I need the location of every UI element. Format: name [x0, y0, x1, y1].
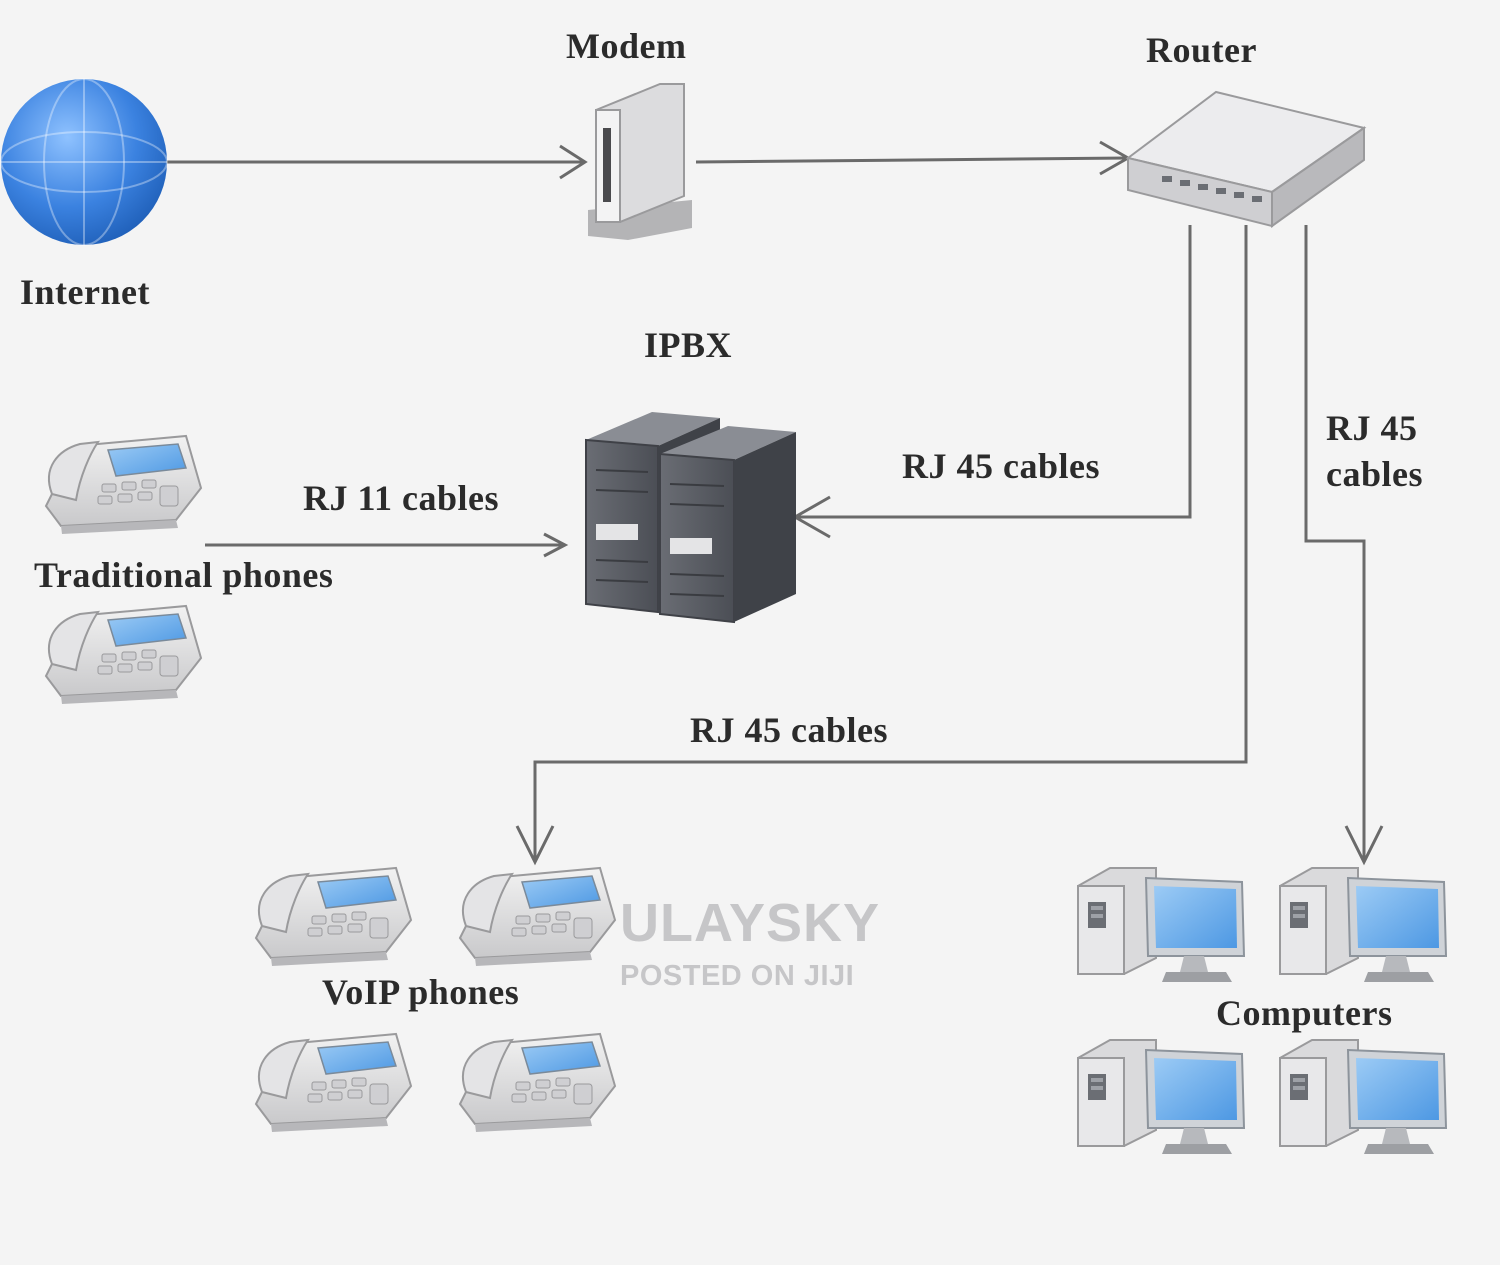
router-label: Router	[1146, 30, 1257, 70]
edge-label-rj11: RJ 11 cables	[303, 478, 500, 518]
edge-router-voip	[533, 225, 1248, 862]
connector-lines	[166, 140, 1384, 866]
desktop-computer-icon	[1279, 867, 1447, 983]
edge-router-ipbx	[795, 225, 1192, 519]
desktop-computer-icon	[1279, 1039, 1447, 1155]
arrowhead-ipbx-rj11	[543, 532, 569, 558]
edge-label-router-computers-line1: RJ 45	[1326, 408, 1418, 448]
ipbx-label: IPBX	[644, 325, 733, 365]
edge-router-computers	[1304, 225, 1366, 862]
desktop-computer-icon	[1077, 867, 1245, 983]
modem-label: Modem	[566, 26, 687, 66]
internet-label: Internet	[20, 272, 150, 312]
watermark-brand: ULAYSKY	[620, 893, 881, 953]
desk-phone-icon	[459, 867, 616, 967]
desk-phone-icon	[45, 605, 202, 705]
arrowhead-computers	[1344, 825, 1384, 866]
edge-modem-router	[695, 156, 1129, 164]
modem-icon	[588, 83, 692, 240]
server-rack-icon	[585, 412, 796, 624]
desk-phone-icon	[459, 1033, 616, 1133]
router-icon	[1125, 90, 1367, 228]
desk-phone-icon	[255, 867, 412, 967]
desktop-computer-icon	[1077, 1039, 1245, 1155]
edge-label-router-voip: RJ 45 cables	[690, 710, 888, 750]
arrowhead-modem	[559, 144, 588, 180]
arrowhead-voip	[515, 825, 555, 866]
edge-label-router-ipbx: RJ 45 cables	[902, 446, 1100, 486]
globe-icon	[0, 78, 168, 246]
desk-phone-icon	[255, 1033, 412, 1133]
edge-label-router-computers-line2: cables	[1326, 454, 1423, 494]
voip-phones-label: VoIP phones	[322, 972, 520, 1012]
watermark-tagline: POSTED ON JIJI	[620, 960, 855, 992]
desk-phone-icon	[45, 435, 202, 535]
traditional-phones-label: Traditional phones	[34, 555, 334, 595]
computers-label: Computers	[1216, 993, 1393, 1033]
